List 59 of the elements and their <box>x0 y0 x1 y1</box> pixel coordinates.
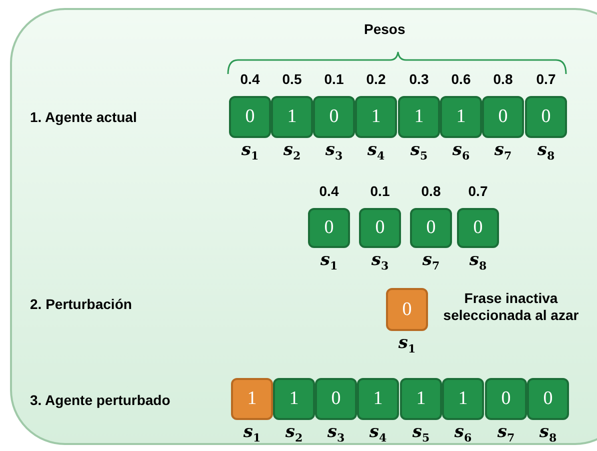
step-label: 3. Agente perturbado <box>30 392 170 408</box>
weights-heading: Pesos <box>364 21 406 37</box>
weight-value: 0.8 <box>420 183 442 199</box>
sentence-label: s$_{1}$ <box>242 422 262 444</box>
sentence-label: s$_{7}$ <box>496 422 516 444</box>
bit-box: 0 <box>485 378 527 420</box>
bit-box: 0 <box>410 208 452 248</box>
sentence-label: s$_{1}$ <box>319 250 339 272</box>
sentence-label: s$_{6}$ <box>453 422 473 444</box>
weight-value: 0.4 <box>318 183 340 199</box>
weight-value: 0.1 <box>369 183 391 199</box>
sentence-label: s$_{1}$ <box>397 333 417 356</box>
bit-box: 1 <box>271 96 313 138</box>
bit-box: 0 <box>308 208 350 248</box>
sentence-label: s$_{3}$ <box>326 422 346 444</box>
weight-value: 0.1 <box>323 71 345 87</box>
bit-box: 0 <box>313 96 355 138</box>
weight-value: 0.6 <box>450 71 472 87</box>
sentence-label: s$_{8}$ <box>536 140 556 162</box>
sentence-label: s$_{2}$ <box>282 140 302 162</box>
bit-box: 0 <box>527 378 569 420</box>
bit-box: 1 <box>355 96 397 138</box>
sentence-label: s$_{8}$ <box>538 422 558 444</box>
sentence-label: s$_{8}$ <box>468 250 488 272</box>
weight-value: 0.8 <box>492 71 514 87</box>
bit-box: 0 <box>315 378 357 420</box>
bit-box: 1 <box>357 378 399 420</box>
weight-value: 0.5 <box>281 71 303 87</box>
bit-box: 0 <box>229 96 271 138</box>
bit-box: 0 <box>482 96 524 138</box>
bit-box: 0 <box>386 288 428 331</box>
sentence-label: s$_{3}$ <box>370 250 390 272</box>
step-label: 2. Perturbación <box>30 296 132 312</box>
sentence-label: s$_{6}$ <box>451 140 471 162</box>
bit-box: 1 <box>442 378 484 420</box>
weight-value: 0.7 <box>467 183 489 199</box>
sentence-label: s$_{1}$ <box>240 140 260 162</box>
bit-box: 1 <box>440 96 482 138</box>
sentence-label: s$_{3}$ <box>324 140 344 162</box>
weight-value: 0.4 <box>239 71 261 87</box>
bit-box: 0 <box>457 208 499 248</box>
sentence-label: s$_{4}$ <box>366 140 386 162</box>
bit-box: 0 <box>525 96 567 138</box>
bit-box: 0 <box>359 208 401 248</box>
bit-box: 1 <box>398 96 440 138</box>
sentence-label: s$_{2}$ <box>284 422 304 444</box>
bit-box: 1 <box>400 378 442 420</box>
weight-value: 0.2 <box>365 71 387 87</box>
sentence-label: s$_{7}$ <box>493 140 513 162</box>
weight-value: 0.3 <box>408 71 430 87</box>
bit-box: 1 <box>231 378 273 420</box>
sentence-label: s$_{5}$ <box>411 422 431 444</box>
bit-box: 1 <box>273 378 315 420</box>
sentence-label: s$_{4}$ <box>368 422 388 444</box>
weight-value: 0.7 <box>535 71 557 87</box>
note-text: Frase inactiva seleccionada al azar <box>442 290 580 324</box>
sentence-label: s$_{5}$ <box>409 140 429 162</box>
step-label: 1. Agente actual <box>30 109 137 125</box>
sentence-label: s$_{7}$ <box>421 250 441 272</box>
